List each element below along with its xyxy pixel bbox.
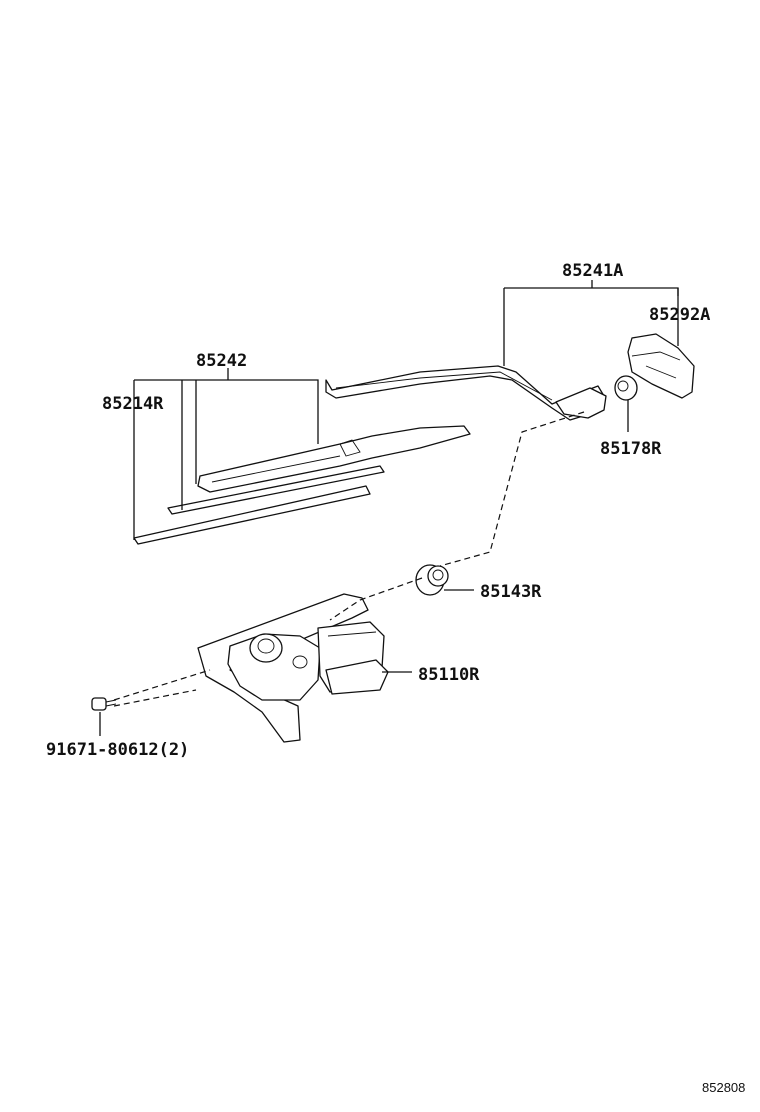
- wiper-motor: [197, 593, 389, 743]
- arm-cap: [627, 333, 695, 399]
- bolt: [91, 697, 117, 711]
- label-blade: 85242: [196, 351, 247, 371]
- wiper-blade: [197, 425, 471, 493]
- leader-lines: [99, 280, 679, 736]
- label-cap: 85292A: [649, 305, 710, 325]
- pivot-grommet: [415, 564, 449, 596]
- label-nut: 85178R: [600, 439, 662, 459]
- reference-code: 852808: [702, 1080, 745, 1095]
- label-arm: 85241A: [562, 261, 623, 281]
- wiper-rubber: [133, 465, 385, 545]
- label-pivot: 85143R: [480, 582, 542, 602]
- label-bolt: 91671-80612(2): [46, 740, 189, 760]
- label-motor: 85110R: [418, 665, 480, 685]
- nut: [614, 375, 638, 401]
- wiper-arm: [325, 365, 607, 421]
- label-rubber: 85214R: [102, 394, 164, 414]
